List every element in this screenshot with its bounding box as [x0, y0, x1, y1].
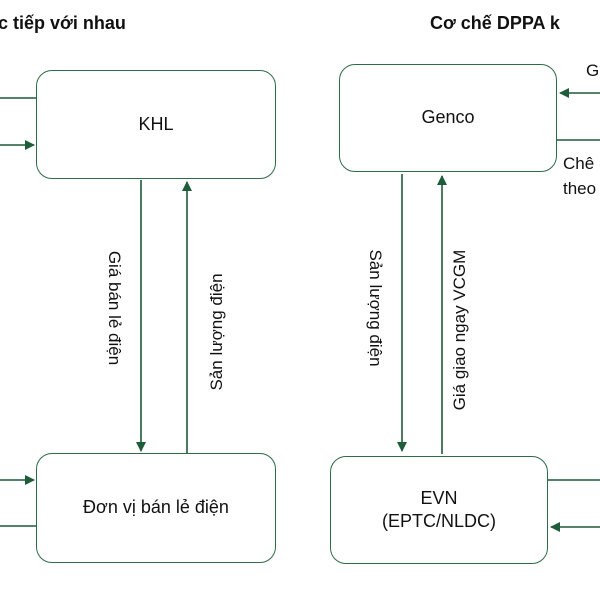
khl-box-label: KHL: [138, 113, 174, 134]
right-side-text-mid: Chê theo: [563, 152, 596, 201]
evn-box-label-line1: EVN: [420, 487, 458, 508]
evn-box-label-line2: (EPTC/NLDC): [381, 511, 496, 531]
right-side-text-mid-line1: Chê: [563, 154, 595, 173]
left-down-arrow-label: Giá bán lẻ điện: [105, 250, 124, 366]
evn-box: EVN (EPTC/NLDC): [330, 456, 548, 564]
right-down-arrow-label: Sản lượng điện: [366, 249, 385, 367]
left-up-arrow-label: Sản lượng điện: [207, 273, 226, 391]
right-side-text-mid-line2: theo: [563, 178, 597, 198]
right-side-text-top: G: [586, 61, 600, 80]
right-heading: Cơ chế DPPA k: [430, 13, 560, 33]
genco-box: Genco: [339, 64, 557, 172]
genco-box-label: Genco: [421, 107, 475, 128]
khl-box: KHL: [36, 70, 276, 179]
retailer-box: Đơn vị bán lẻ điện: [36, 453, 276, 563]
left-heading: c tiếp với nhau: [0, 13, 126, 33]
retailer-box-label: Đơn vị bán lẻ điện: [83, 497, 229, 518]
right-up-arrow-label: Giá giao ngay VCGM: [450, 249, 469, 411]
